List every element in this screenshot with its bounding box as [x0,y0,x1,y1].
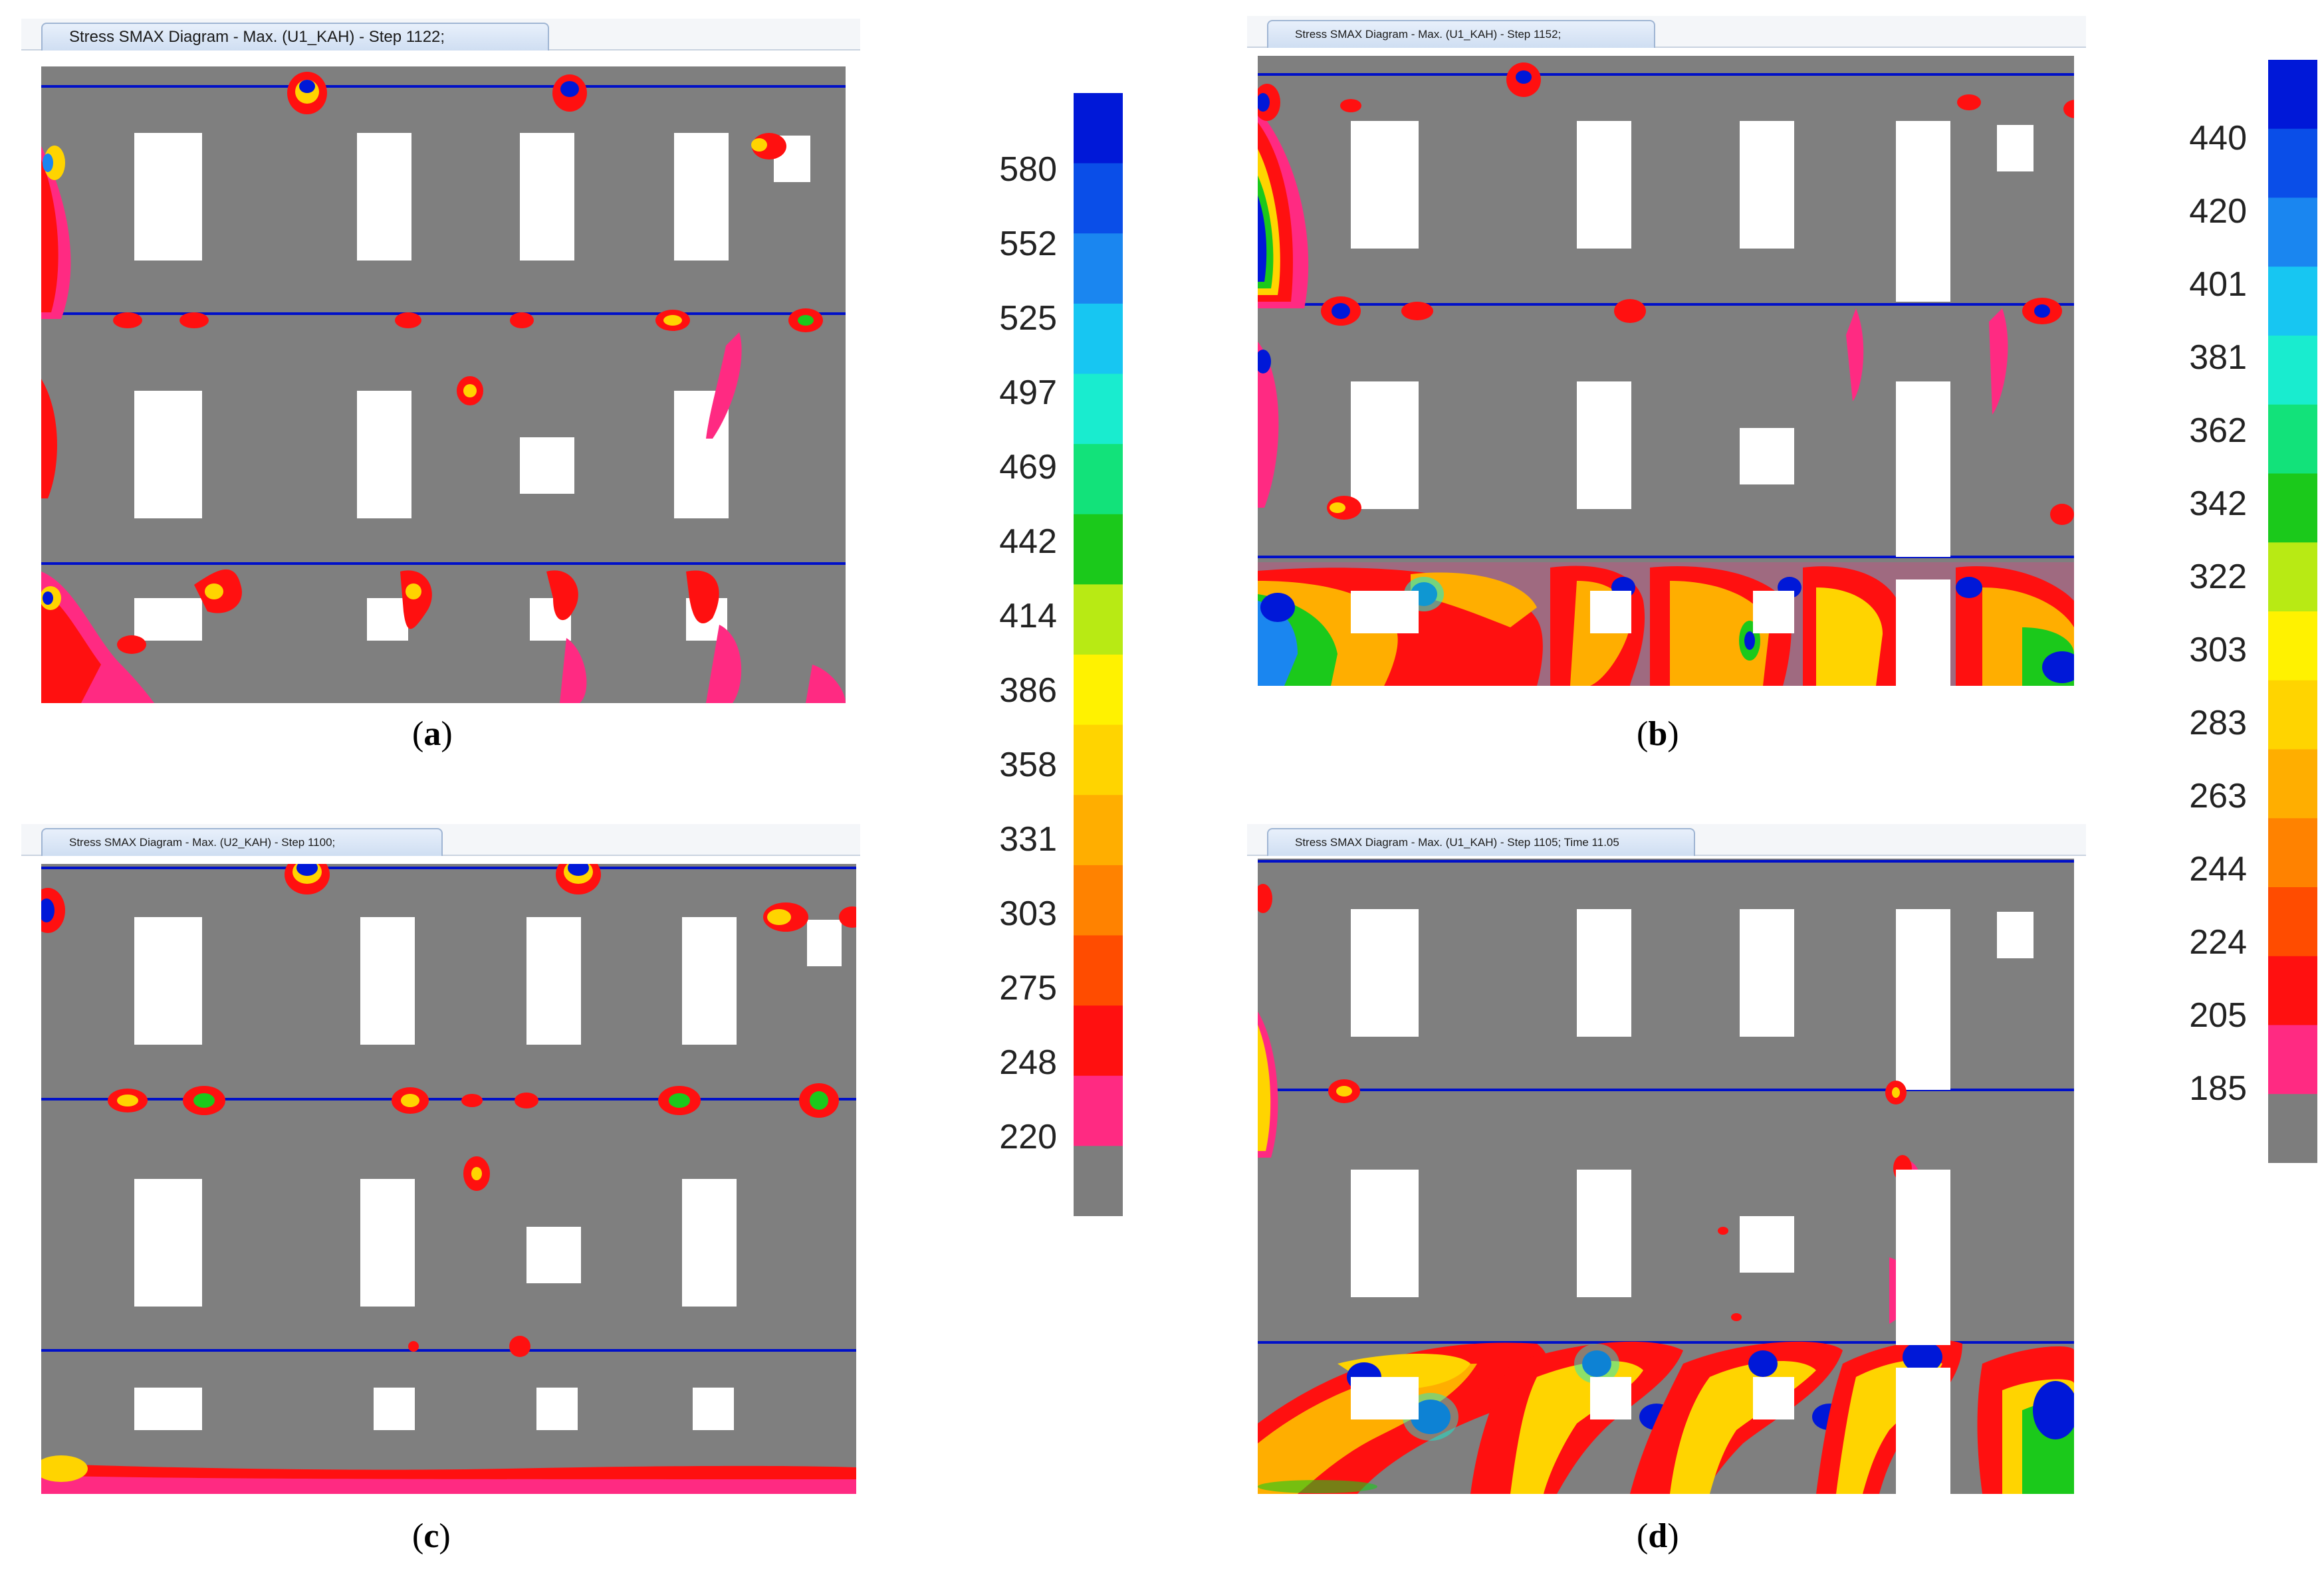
legend-left-swatch [1074,584,1123,655]
panel-a-titlebar: Stress SMAX Diagram - Max. (U1_KAH) - St… [21,19,860,51]
legend-left-label: 469 [999,448,1057,486]
panel-d-tab[interactable]: Stress SMAX Diagram - Max. (U1_KAH) - St… [1267,828,1695,856]
legend-right-swatch [2268,1094,2317,1163]
panel-d-stress-contour [1258,859,2074,1494]
legend-left-swatch [1074,935,1123,1007]
panel-a-caption: (a) [412,715,453,753]
legend-left-label: 275 [999,969,1057,1007]
panel-c-stress-contour [41,864,856,1494]
legend-right-swatch [2268,542,2317,612]
legend-right-label: 263 [2189,777,2247,815]
legend-left-label: 414 [999,597,1057,635]
legend-right-swatch [2268,60,2317,130]
legend-left-swatch [1074,514,1123,585]
legend-right-swatch [2268,887,2317,957]
panel-b-tab[interactable]: Stress SMAX Diagram - Max. (U1_KAH) - St… [1267,20,1655,48]
legend-left-swatch [1074,233,1123,304]
legend-left-label: 220 [999,1118,1057,1156]
legend-right-label: 283 [2189,704,2247,742]
legend-right-swatch [2268,266,2317,336]
legend-left-swatch [1074,655,1123,726]
panel-b-hotspots [1258,62,2074,686]
legend-left-colorbar [1074,93,1123,1216]
legend-left-label: 442 [999,522,1057,561]
legend-right-swatch [2268,680,2317,750]
legend-left-swatch [1074,795,1123,866]
panel-a-window: Stress SMAX Diagram - Max. (U1_KAH) - St… [21,19,860,703]
legend-right-label: 381 [2189,338,2247,377]
panel-c-titlebar: Stress SMAX Diagram - Max. (U2_KAH) - St… [21,824,860,856]
panel-d-titlebar: Stress SMAX Diagram - Max. (U1_KAH) - St… [1247,824,2086,856]
panel-b-titlebar: Stress SMAX Diagram - Max. (U1_KAH) - St… [1247,16,2086,48]
legend-right-swatch [2268,404,2317,474]
panel-c-tab[interactable]: Stress SMAX Diagram - Max. (U2_KAH) - St… [41,828,443,856]
panel-a-stress-contour [41,66,846,703]
legend-left-label: 497 [999,373,1057,412]
legend-right-label: 322 [2189,558,2247,596]
legend-left-swatch [1074,303,1123,375]
legend-right-label: 205 [2189,996,2247,1035]
panel-c-hotspots [41,864,856,1494]
legend-left-label: 552 [999,225,1057,263]
legend-left: 580 552 525 497 469 442 414 386 358 331 303 275 248 2… [931,93,1130,1216]
legend-left-label: 580 [999,150,1057,189]
panel-d-window: Stress SMAX Diagram - Max. (U1_KAH) - St… [1247,824,2086,1497]
legend-left-swatch [1074,163,1123,235]
panel-b-stress-contour [1258,56,2074,686]
legend-left-swatch [1074,1075,1123,1147]
legend-right-swatch [2268,336,2317,405]
panel-a-hotspots [41,72,846,703]
legend-left-label: 303 [999,894,1057,933]
legend-right-swatch [2268,749,2317,819]
legend-right-label: 342 [2189,484,2247,523]
legend-right-swatch [2268,956,2317,1026]
legend-right-label: 362 [2189,411,2247,450]
panel-c-caption: (c) [412,1517,451,1555]
panel-d-hotspots [1258,884,2074,1494]
panel-c-window: Stress SMAX Diagram - Max. (U2_KAH) - St… [21,824,860,1495]
legend-left-swatch [1074,724,1123,796]
legend-right-colorbar [2268,60,2317,1163]
legend-right-swatch [2268,611,2317,681]
legend-left-swatch [1074,373,1123,445]
legend-right-label: 401 [2189,265,2247,304]
legend-right-swatch [2268,818,2317,888]
legend-left-swatch [1074,1146,1123,1216]
legend-right-swatch [2268,1025,2317,1095]
legend-right-label: 440 [2189,119,2247,158]
legend-left-label: 525 [999,299,1057,338]
legend-right-label: 244 [2189,850,2247,889]
legend-right: 440 420 401 381 362 342 322 303 283 263 244 224 205 1… [2121,60,2320,1163]
legend-right-label: 185 [2189,1069,2247,1108]
legend-right-swatch [2268,473,2317,544]
legend-left-label: 331 [999,820,1057,859]
legend-right-swatch [2268,197,2317,268]
legend-left-swatch [1074,1005,1123,1077]
legend-left-label: 358 [999,746,1057,784]
panel-a-tab[interactable]: Stress SMAX Diagram - Max. (U1_KAH) - St… [41,23,549,51]
legend-left-swatch [1074,865,1123,936]
legend-right-label: 224 [2189,923,2247,962]
panel-b-window: Stress SMAX Diagram - Max. (U1_KAH) - St… [1247,16,2086,688]
legend-right-swatch [2268,128,2317,199]
legend-left-label: 386 [999,671,1057,710]
panel-b-caption: (b) [1637,715,1679,753]
legend-left-swatch [1074,444,1123,515]
panel-d-caption: (d) [1637,1517,1679,1555]
legend-left-swatch [1074,93,1123,164]
legend-right-label: 420 [2189,192,2247,231]
legend-left-label: 248 [999,1043,1057,1082]
legend-right-label: 303 [2189,631,2247,669]
